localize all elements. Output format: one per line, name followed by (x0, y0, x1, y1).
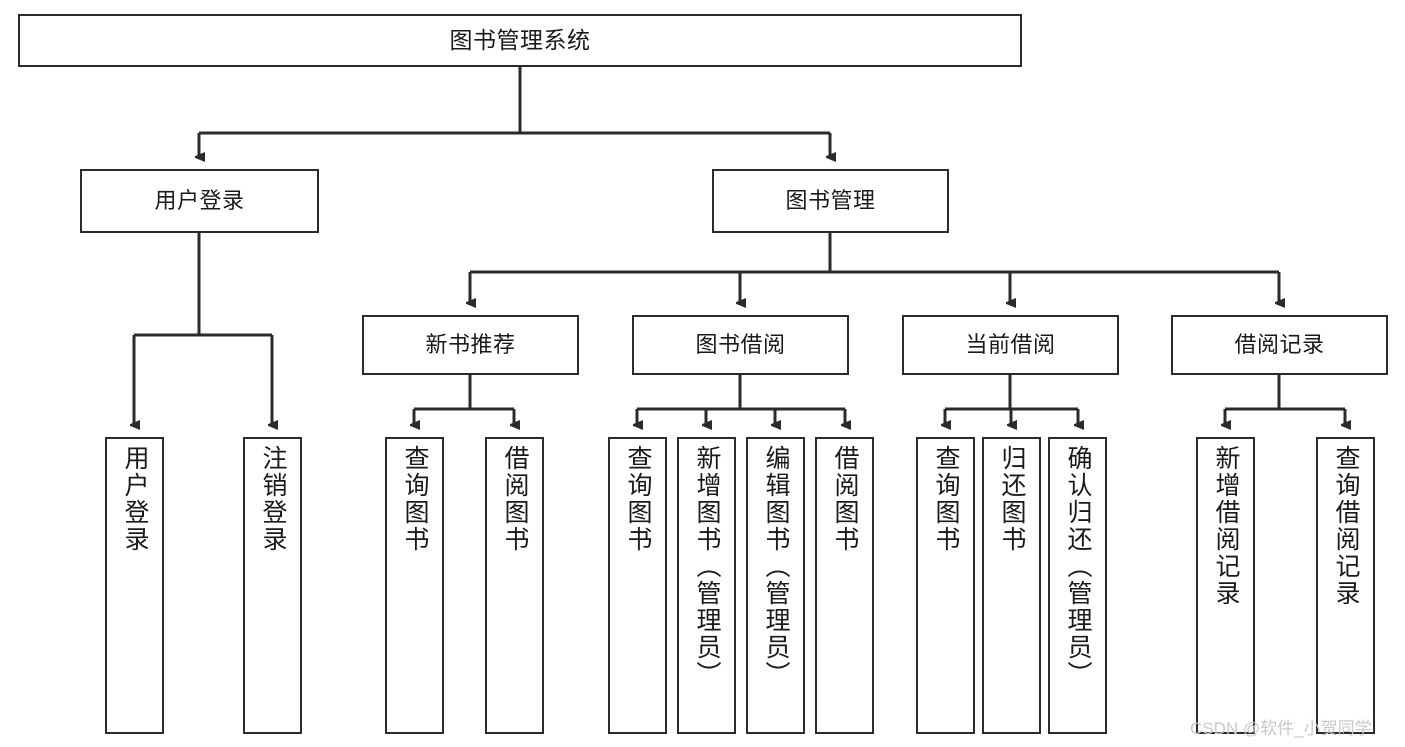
leaf-query-book-3[interactable]: 查询图书 (916, 437, 975, 734)
node-book-manage[interactable]: 图书管理 (712, 169, 949, 233)
leaf-query-book-2-label: 查询图书 (624, 445, 652, 553)
node-borrow-record-label: 借阅记录 (1234, 332, 1325, 358)
leaf-logout-login[interactable]: 注销登录 (243, 437, 302, 734)
leaf-borrow-book-1[interactable]: 借阅图书 (485, 437, 544, 734)
leaf-borrow-book-2-label: 借阅图书 (831, 445, 859, 553)
leaf-query-book-2[interactable]: 查询图书 (608, 437, 667, 734)
leaf-user-login-label: 用户登录 (121, 445, 149, 553)
leaf-query-borrow-record-label: 查询借阅记录 (1332, 445, 1360, 607)
node-current-borrow[interactable]: 当前借阅 (902, 315, 1119, 375)
node-root[interactable]: 图书管理系统 (18, 14, 1022, 67)
leaf-add-borrow-record[interactable]: 新增借阅记录 (1196, 437, 1255, 734)
leaf-borrow-book-1-label: 借阅图书 (501, 445, 529, 553)
leaf-user-login[interactable]: 用户登录 (105, 437, 164, 734)
leaf-confirm-return-admin-label: 确认归还（管理员） (1064, 445, 1092, 688)
node-new-book-recommend-label: 新书推荐 (425, 332, 516, 358)
node-borrow-record[interactable]: 借阅记录 (1171, 315, 1388, 375)
csdn-watermark: CSDN @软件_小贺同学 (1190, 719, 1372, 738)
leaf-query-borrow-record[interactable]: 查询借阅记录 (1316, 437, 1375, 734)
node-current-borrow-label: 当前借阅 (965, 332, 1056, 358)
leaf-query-book-1[interactable]: 查询图书 (385, 437, 444, 734)
leaf-logout-login-label: 注销登录 (259, 445, 287, 553)
leaf-confirm-return-admin[interactable]: 确认归还（管理员） (1048, 437, 1107, 734)
node-user-login-label: 用户登录 (154, 188, 245, 214)
leaf-edit-book-admin[interactable]: 编辑图书（管理员） (746, 437, 805, 734)
node-book-borrow[interactable]: 图书借阅 (632, 315, 849, 375)
node-book-borrow-label: 图书借阅 (695, 332, 786, 358)
node-root-label: 图书管理系统 (449, 27, 591, 54)
leaf-add-book-admin[interactable]: 新增图书（管理员） (677, 437, 736, 734)
leaf-add-borrow-record-label: 新增借阅记录 (1212, 445, 1240, 607)
node-user-login[interactable]: 用户登录 (80, 169, 319, 233)
leaf-query-book-1-label: 查询图书 (401, 445, 429, 553)
leaf-return-book-label: 归还图书 (998, 445, 1026, 553)
leaf-edit-book-admin-label: 编辑图书（管理员） (762, 445, 790, 688)
leaf-borrow-book-2[interactable]: 借阅图书 (815, 437, 874, 734)
node-book-manage-label: 图书管理 (785, 188, 876, 214)
node-new-book-recommend[interactable]: 新书推荐 (362, 315, 579, 375)
leaf-add-book-admin-label: 新增图书（管理员） (693, 445, 721, 688)
leaf-return-book[interactable]: 归还图书 (982, 437, 1041, 734)
leaf-query-book-3-label: 查询图书 (932, 445, 960, 553)
